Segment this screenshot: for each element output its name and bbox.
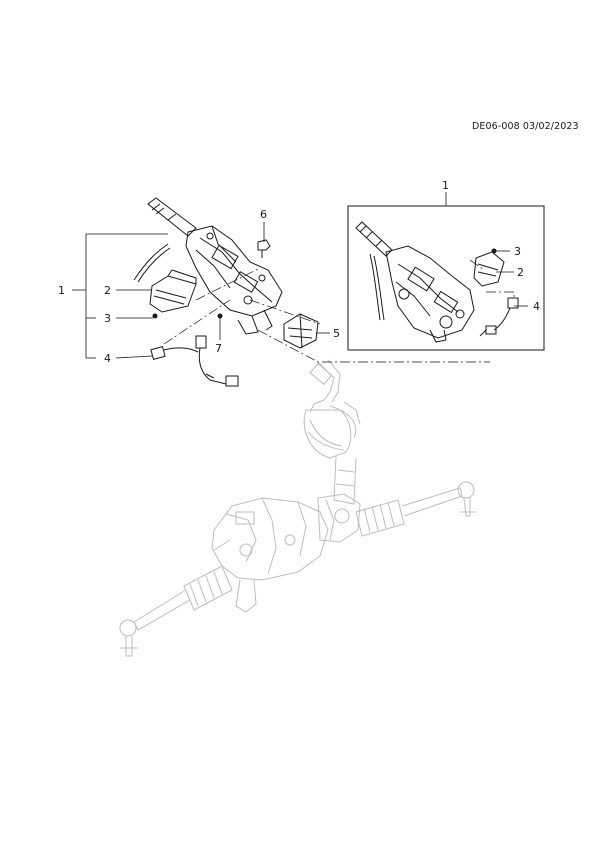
leader-lines <box>72 192 528 359</box>
module-5 <box>283 313 319 349</box>
callout-6: 6 <box>260 208 267 221</box>
inset-callout-1: 1 <box>442 179 449 192</box>
screw-3 <box>152 313 158 319</box>
callout-labels: 1 2 3 4 5 6 7 1 3 2 4 <box>58 179 540 365</box>
callout-5: 5 <box>333 327 340 340</box>
screw-7 <box>217 313 223 319</box>
inset-callout-4: 4 <box>533 300 540 313</box>
callout-1: 1 <box>58 284 65 297</box>
document-reference: DE06-008 03/02/2023 <box>472 121 579 132</box>
inset-callout-2: 2 <box>517 266 524 279</box>
reference-lines <box>163 259 515 363</box>
steering-rack-ghost <box>119 359 476 657</box>
callout-3: 3 <box>104 312 111 325</box>
wiring-harness-4 <box>150 335 239 387</box>
control-module-2 <box>149 269 197 313</box>
callout-2: 2 <box>104 284 111 297</box>
callout-4: 4 <box>104 352 111 365</box>
callout-7: 7 <box>215 342 222 355</box>
steering-column-inset <box>355 221 519 343</box>
inset-frame <box>347 205 545 351</box>
inset-callout-3: 3 <box>514 245 521 258</box>
steering-column-main <box>133 197 319 387</box>
bolt-6 <box>257 239 271 258</box>
